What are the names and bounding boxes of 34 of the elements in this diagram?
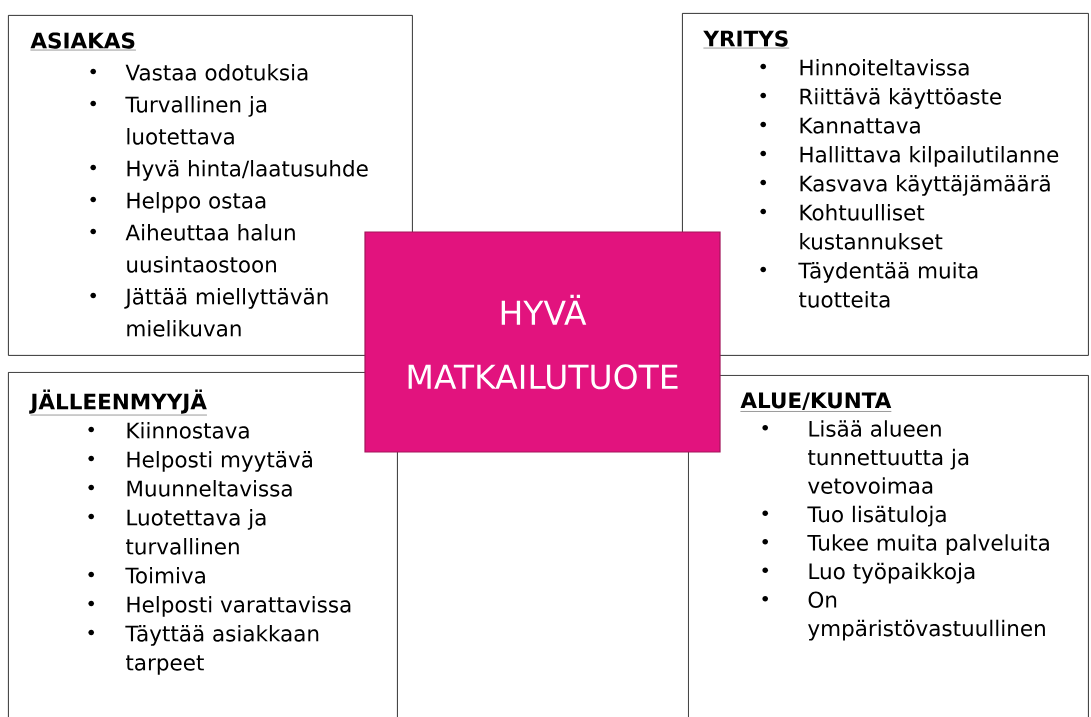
list-item: Kasvava käyttäjämäärä: [760, 175, 1050, 196]
list-item: Helppo ostaa: [90, 192, 266, 213]
heading: ASIAKAS: [30, 32, 137, 51]
list-item: Aiheuttaa halun uusintaostoon: [90, 224, 295, 273]
list-item: Hallittava kilpailutilanne: [760, 146, 1059, 167]
text-box: [8, 15, 413, 356]
list-item: Täyttää asiakkaan tarpeet: [88, 625, 319, 675]
list-item: Helposti myytävä: [88, 451, 312, 472]
list-item: Lisää alueen tunnettuutta ja vetovoimaa: [762, 420, 969, 494]
list-item: Vastaa odotuksia: [90, 64, 308, 81]
center-box: HYVÄ MATKAILUTUOTE: [364, 231, 721, 453]
list-item: Riittävä käyttöaste: [760, 88, 1001, 109]
list-item: Kiinnostava: [88, 422, 249, 439]
text-box: [8, 372, 398, 717]
list-item: Toimiva: [88, 567, 205, 584]
list-item: Kohtuulliset kustannukset: [760, 204, 943, 250]
list-item: Jättää miellyttävän mielikuvan: [90, 288, 328, 337]
text-box: [682, 13, 1089, 356]
list-item: Hyvä hinta/laatusuhde: [90, 160, 368, 181]
list-item: Luotettava ja turvallinen: [88, 509, 266, 555]
list-item: Tuo lisätuloja: [762, 505, 946, 527]
list-item: Kannattava: [760, 117, 920, 134]
list-item: Luo työpaikkoja: [762, 562, 975, 584]
heading: JÄLLEENMYYJÄ: [29, 389, 208, 416]
list-item: On ympäristövastuullinen: [762, 591, 1045, 641]
heading: YRITYS: [703, 30, 790, 49]
heading: ALUE/KUNTA: [740, 392, 892, 412]
list-item: Hinnoiteltavissa: [760, 59, 969, 76]
list-item: Tukee muita palveluita: [762, 534, 1049, 556]
text-box: [688, 375, 1089, 717]
list-item: Turvallinen ja luotettava: [90, 96, 267, 145]
list-item: Muunneltavissa: [88, 480, 292, 497]
list-item: Helposti varattavissa: [88, 596, 351, 617]
list-item: Täydentää muita tuotteita: [760, 262, 978, 308]
